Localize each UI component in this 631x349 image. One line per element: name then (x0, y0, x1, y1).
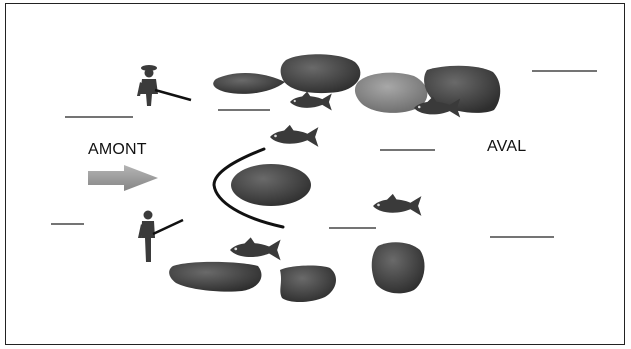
fisher-figure-bottom-icon (138, 211, 183, 263)
rock-icon (372, 242, 425, 293)
rock-icon (280, 266, 336, 302)
fish-icon (290, 92, 332, 111)
rocks-bottom (169, 242, 424, 302)
fish-icon (373, 194, 421, 216)
fish-icon (230, 237, 281, 260)
fisher-figure-top-icon (137, 65, 191, 106)
blank-lines (51, 71, 597, 237)
flow-arrow-icon (88, 165, 158, 191)
rock-icon (213, 73, 285, 94)
central-structure (214, 149, 311, 227)
rock-icon (231, 164, 311, 206)
rock-icon (169, 262, 261, 292)
rock-icon (281, 54, 361, 93)
fish-icon (270, 125, 318, 147)
